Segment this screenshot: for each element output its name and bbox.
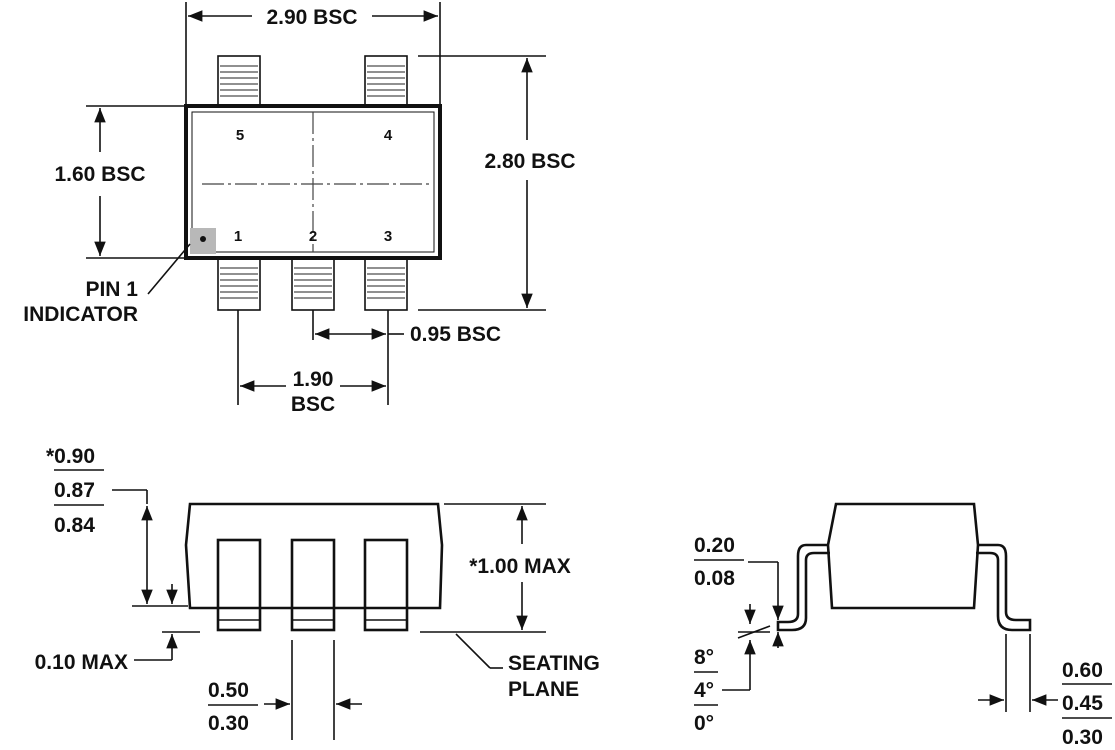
lead-pin-5-top [217,55,261,107]
span-dimension-label-line1: 1.90 [293,368,334,391]
top-view: 5 4 1 2 3 2.90 BSC 1.60 BSC 2.80 BSC PIN… [23,2,576,416]
span-dimension-label-line2: BSC [291,393,335,416]
body-height-min-label: 0.84 [54,514,95,537]
package-body-side [184,502,444,610]
foot-length-nom-label: 0.45 [1062,692,1103,715]
seating-plane-label-line2: PLANE [508,678,579,701]
body-height-nom-label: 0.87 [54,479,95,502]
width-dimension-label: 2.90 BSC [266,6,357,29]
lead-thickness-min-label: 0.08 [694,567,735,590]
lead-pin-1-top [217,257,261,311]
end-view: 0.20 0.08 8° 4° 0° 0.60 0.45 0.30 [694,502,1112,749]
lead-pin-2-top [291,257,335,311]
foot-length-min-label: 0.30 [1062,726,1103,749]
lead-width-max-label: 0.50 [208,679,249,702]
pin-indicator-label-line1: PIN 1 [85,278,138,301]
lead-thickness-max-label: 0.20 [694,534,735,557]
foot-length-max-label: 0.60 [1062,659,1103,682]
pin-label-5: 5 [236,127,244,144]
pin-label-2: 2 [309,228,317,245]
body-height-max-label: *0.90 [46,445,95,468]
body-width-dimension-label: 1.60 BSC [54,163,145,186]
pitch-dimension-label: 0.95 BSC [410,323,501,346]
pin-label-1: 1 [234,228,242,245]
package-body-top [184,104,442,260]
lead-pin-3-top [364,257,408,311]
pin-label-4: 4 [384,127,393,144]
angle-max-label: 8° [694,646,714,669]
pin-label-3: 3 [384,228,392,245]
angle-min-label: 0° [694,712,714,735]
standoff-label: 0.10 MAX [35,651,128,674]
seating-plane-label-line1: SEATING [508,652,600,675]
lead-pin-4-top [364,55,408,107]
pin-indicator-label-line2: INDICATOR [23,303,138,326]
lead-width-min-label: 0.30 [208,712,249,735]
total-height-label: *1.00 MAX [469,555,571,578]
side-view: *0.90 0.87 0.84 0.10 MAX *1.00 MAX SEATI… [35,445,600,740]
package-body-end [826,502,980,610]
pin-1-indicator-mark [190,228,216,254]
overall-height-dimension-label: 2.80 BSC [484,150,575,173]
angle-nom-label: 4° [694,679,714,702]
